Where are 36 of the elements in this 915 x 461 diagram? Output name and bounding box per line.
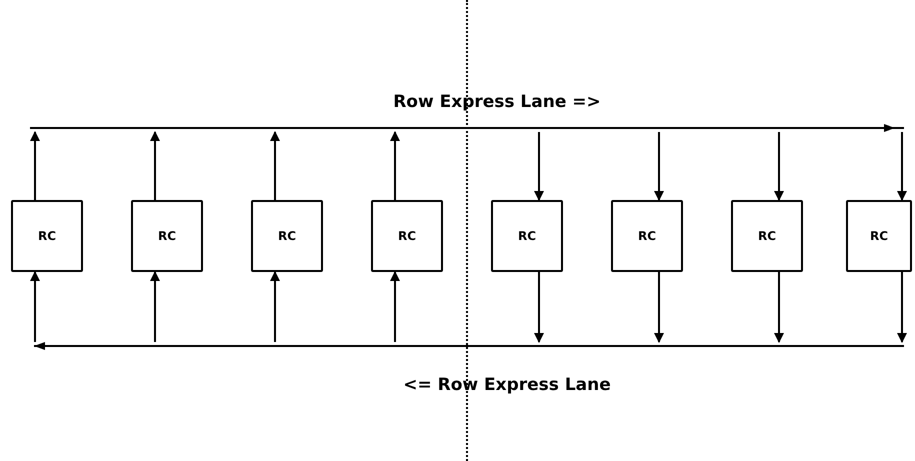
arrow xyxy=(897,132,907,201)
lane-label: <= Row Express Lane xyxy=(403,374,611,397)
box-label: RC xyxy=(158,228,176,245)
arrow xyxy=(897,272,907,343)
box-label: RC xyxy=(278,228,296,245)
router-box xyxy=(846,200,912,272)
arrow xyxy=(150,131,160,200)
router-box xyxy=(371,200,443,272)
arrow xyxy=(654,272,664,343)
box-label: RC xyxy=(398,228,416,245)
router-box xyxy=(611,200,683,272)
arrow xyxy=(150,271,160,342)
arrow xyxy=(390,131,400,200)
arrow xyxy=(774,272,784,343)
arrow xyxy=(270,271,280,342)
router-box xyxy=(11,200,83,272)
router-box xyxy=(491,200,563,272)
arrow xyxy=(30,131,40,200)
box-label: RC xyxy=(870,228,888,245)
arrow xyxy=(30,271,40,342)
arrow xyxy=(774,132,784,201)
express-lane-arrow xyxy=(34,342,904,350)
lane-label: Row Express Lane => xyxy=(393,91,601,114)
arrow xyxy=(534,132,544,201)
router-box xyxy=(131,200,203,272)
arrow xyxy=(654,132,664,201)
router-box xyxy=(251,200,323,272)
arrow xyxy=(270,131,280,200)
box-label: RC xyxy=(518,228,536,245)
arrow xyxy=(534,272,544,343)
box-label: RC xyxy=(758,228,776,245)
arrow xyxy=(390,271,400,342)
box-label: RC xyxy=(638,228,656,245)
router-box xyxy=(731,200,803,272)
express-lane-arrow xyxy=(30,124,904,132)
box-label: RC xyxy=(38,228,56,245)
